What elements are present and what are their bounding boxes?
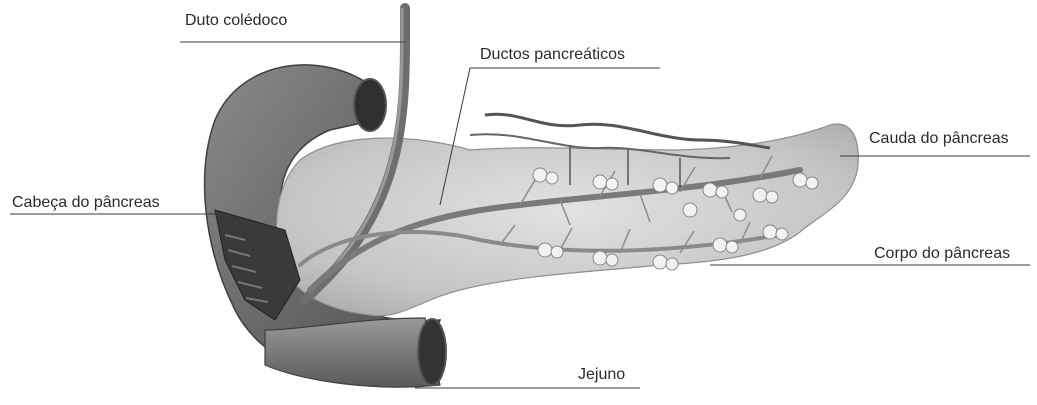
label-cauda-do-pancreas: Cauda do pâncreas <box>869 130 1009 148</box>
jejunum-shape <box>265 318 440 387</box>
label-corpo-do-pancreas: Corpo do pâncreas <box>874 245 1010 263</box>
jejunum-opening <box>418 319 446 385</box>
blood-vessel-1 <box>485 114 770 148</box>
label-jejuno: Jejuno <box>578 366 625 384</box>
label-cabeca-do-pancreas: Cabeça do pâncreas <box>12 194 160 212</box>
label-ductos-pancreaticos: Ductos pancreáticos <box>480 46 625 64</box>
label-duto-coledoco: Duto colédoco <box>185 12 287 30</box>
duodenum-opening-top <box>354 79 386 131</box>
